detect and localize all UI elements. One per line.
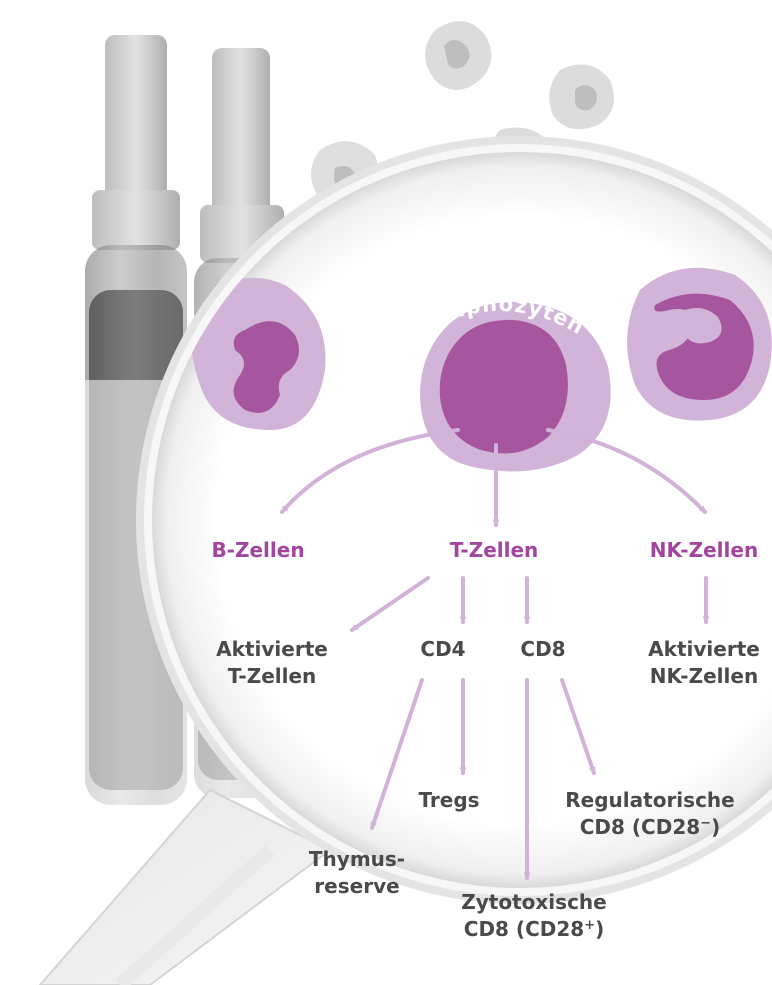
thymus-reserve-label: Thymus- reserve [309, 846, 405, 900]
cytotoxic-cd8-label: Zytotoxische CD8 (CD28+) [461, 889, 606, 943]
tregs-label: Tregs [418, 787, 479, 814]
b-cells-label: B-Zellen [211, 537, 304, 564]
activated-t-cells-label: Aktivierte T-Zellen [216, 636, 328, 690]
cd8-label: CD8 [520, 636, 565, 663]
activated-nk-cells-label: Aktivierte NK-Zellen [648, 636, 760, 690]
regulatory-cd8-label: Regulatorische CD8 (CD28−) [565, 787, 734, 841]
t-cells-label: T-Zellen [450, 537, 539, 564]
nk-cells-label: NK-Zellen [650, 537, 758, 564]
cd4-label: CD4 [420, 636, 465, 663]
